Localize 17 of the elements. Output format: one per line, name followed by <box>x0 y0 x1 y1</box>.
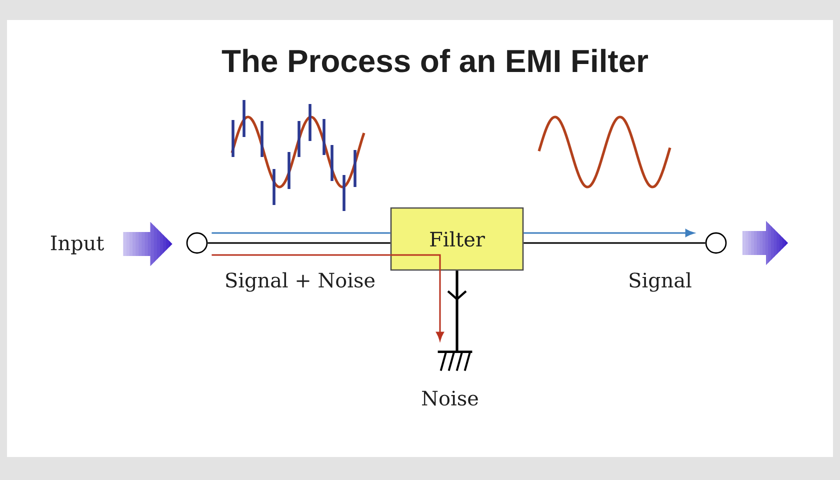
signal-label: Signal <box>630 272 692 292</box>
wire <box>524 242 706 244</box>
signal-label: Signal + Noise <box>226 272 375 292</box>
arrow <box>524 229 694 237</box>
title: The Process of an EMI Filter <box>222 48 648 72</box>
filter-box: Filter <box>390 207 524 271</box>
block-arrow <box>123 222 172 266</box>
text-label: Input <box>50 236 104 254</box>
wire <box>212 232 390 234</box>
terminal-circle <box>705 232 727 254</box>
wire <box>212 254 390 256</box>
node-caption: Noise <box>422 390 478 406</box>
block-arrow <box>742 221 788 265</box>
terminal-circle <box>186 232 208 254</box>
ground-symbol <box>438 350 472 372</box>
wire <box>208 242 390 244</box>
arrow <box>390 254 444 341</box>
